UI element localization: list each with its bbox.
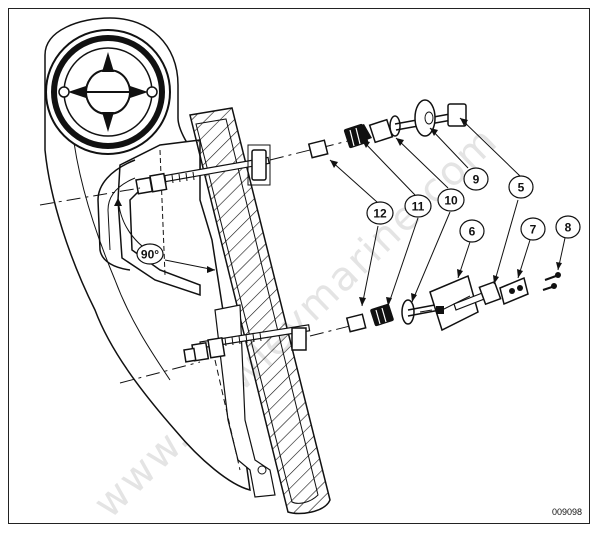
lower-bracket xyxy=(214,304,276,498)
callout-6: 6 xyxy=(459,219,485,243)
callouts: 5 6 7 8 9 10 11 12 xyxy=(366,167,581,243)
angle-label: 90° xyxy=(141,248,159,262)
svg-text:10: 10 xyxy=(444,194,458,208)
angle-callout-circle xyxy=(136,243,164,265)
callout-9: 9 xyxy=(463,167,489,191)
svg-text:6: 6 xyxy=(469,225,476,239)
svg-text:5: 5 xyxy=(518,181,525,195)
leader-arrows xyxy=(330,118,562,306)
svg-text:9: 9 xyxy=(473,173,480,187)
callout-5: 5 xyxy=(508,175,534,199)
transom-board xyxy=(189,107,331,515)
callout-12: 12 xyxy=(366,201,394,225)
lower-exploded-parts xyxy=(345,272,561,333)
svg-text:8: 8 xyxy=(565,221,572,235)
figure-id: 009098 xyxy=(552,507,582,517)
upper-bolt-assembly xyxy=(135,144,271,195)
callout-7: 7 xyxy=(520,217,546,241)
callout-10: 10 xyxy=(437,188,465,212)
upper-exploded-parts xyxy=(307,99,467,159)
svg-text:7: 7 xyxy=(530,223,537,237)
leader-lines xyxy=(329,117,566,307)
callout-11: 11 xyxy=(404,194,432,218)
callout-8: 8 xyxy=(555,215,581,239)
svg-text:11: 11 xyxy=(412,200,425,214)
lower-bolt-assembly xyxy=(183,324,311,363)
svg-text:12: 12 xyxy=(373,207,387,221)
cap-ribs xyxy=(68,52,148,132)
